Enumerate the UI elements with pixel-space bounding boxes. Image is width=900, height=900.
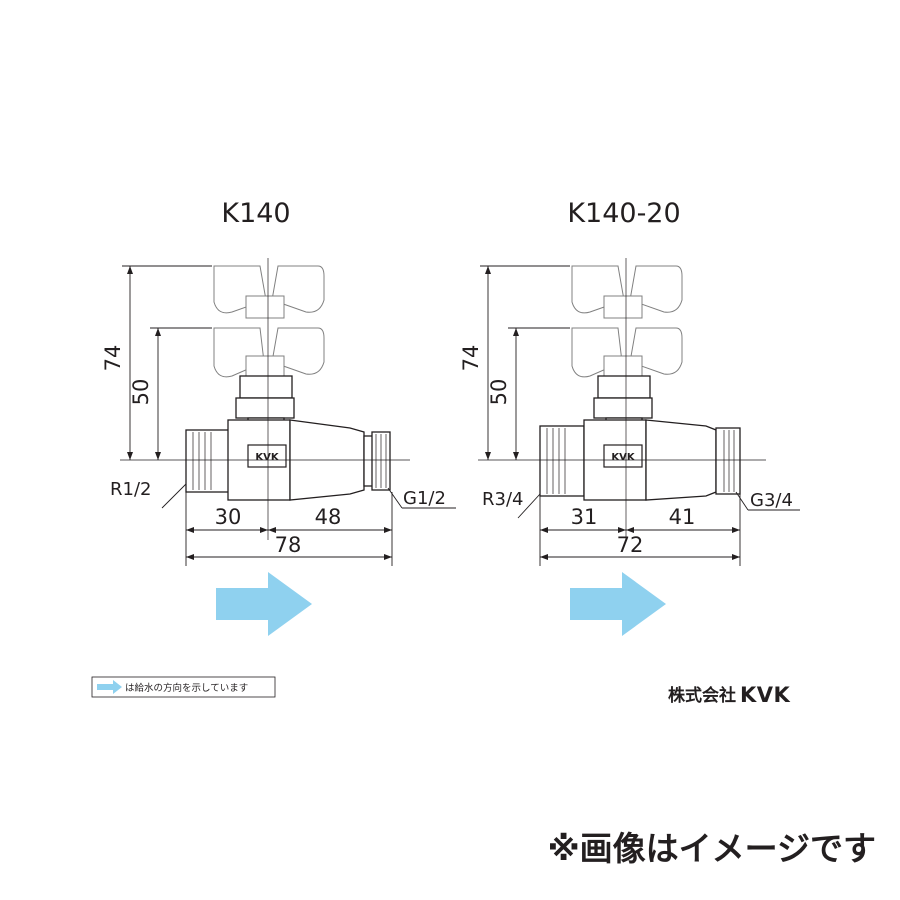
stem-nut <box>235 375 295 427</box>
handle-ghost-lower <box>571 327 683 378</box>
inlet-thread-callout: R3/4 <box>482 489 541 519</box>
model-k140-20: K140-20 KVK <box>459 198 800 636</box>
company-prefix: 株式会社 <box>668 685 736 706</box>
legend-arrow-icon <box>97 680 122 694</box>
svg-text:50: 50 <box>487 379 511 406</box>
dim-lengths: 30 48 78 <box>185 492 393 566</box>
model-title: K140 <box>221 198 290 229</box>
dim-height-total: 74 <box>101 265 212 460</box>
valve-body: KVK <box>539 419 741 501</box>
svg-text:74: 74 <box>459 345 483 372</box>
svg-text:31: 31 <box>571 505 598 529</box>
inlet-thread-callout: R1/2 <box>110 479 187 509</box>
dim-height-handle: 50 <box>487 327 570 460</box>
svg-text:G1/2: G1/2 <box>403 488 446 509</box>
dim-height-handle: 50 <box>129 327 212 460</box>
svg-text:72: 72 <box>617 533 644 557</box>
handle-ghost-upper <box>213 265 325 319</box>
dim-lengths: 31 41 72 <box>539 494 741 566</box>
flow-direction-arrow <box>216 572 312 636</box>
svg-text:78: 78 <box>275 533 302 557</box>
handle-ghost-lower <box>213 327 325 378</box>
handle-ghost-upper <box>571 265 683 319</box>
legend-box: は給水の方向を示しています <box>91 676 276 698</box>
brand-mark: KVK <box>611 452 635 463</box>
legend-text: は給水の方向を示しています <box>125 682 248 694</box>
image-notice: ※画像はイメージです <box>548 829 876 868</box>
outlet-thread-callout: G3/4 <box>735 490 800 511</box>
svg-text:41: 41 <box>669 505 696 529</box>
svg-text:48: 48 <box>315 505 342 529</box>
flow-direction-arrow <box>570 572 666 636</box>
company-mark: 株式会社 KVK <box>668 683 791 707</box>
dim-height-total: 74 <box>459 265 570 460</box>
svg-text:30: 30 <box>215 505 242 529</box>
svg-text:R1/2: R1/2 <box>110 479 151 500</box>
svg-text:74: 74 <box>101 345 125 372</box>
model-k140: K140 <box>101 198 456 636</box>
brand-mark: KVK <box>255 452 279 463</box>
model-title: K140-20 <box>567 198 680 229</box>
svg-text:R3/4: R3/4 <box>482 489 523 510</box>
svg-text:50: 50 <box>129 379 153 406</box>
svg-text:G3/4: G3/4 <box>750 490 793 511</box>
company-logo: KVK <box>740 683 791 707</box>
outlet-thread-callout: G1/2 <box>387 487 456 509</box>
stem-nut <box>593 375 653 427</box>
